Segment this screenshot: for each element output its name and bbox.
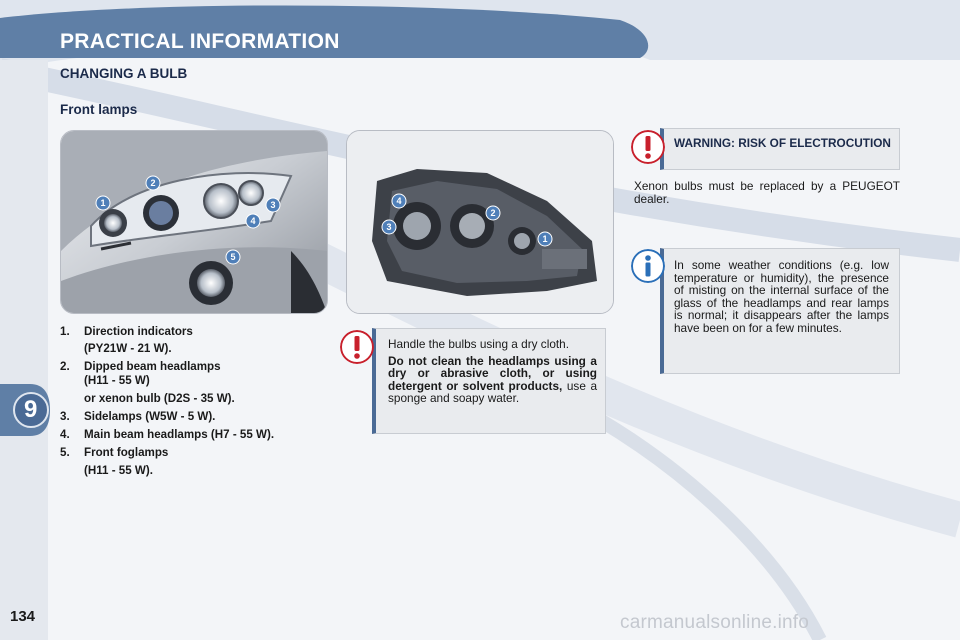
caution-tail: use a sponge and soapy water.	[388, 378, 598, 406]
caution-bold: Do not clean the headlamps using a dry o…	[388, 353, 597, 393]
caution-text: Handle the bulbs using a dry cloth.	[388, 337, 569, 351]
legend-label: Direction indicators	[84, 325, 193, 338]
headlamp-photo: 1 2 3 4 5	[60, 130, 328, 314]
unit-marker-1: 1	[542, 234, 547, 244]
info-icon	[631, 249, 665, 283]
headlamp-unit-photo: 4 3 2 1	[346, 130, 614, 314]
legend-num: 1.	[60, 325, 70, 338]
legend-detail: or xenon bulb (D2S - 35 W).	[84, 392, 235, 405]
warning-title: WARNING: RISK OF ELECTROCUTION	[674, 136, 891, 150]
caution-box: Handle the bulbs using a dry cloth. Do n…	[372, 328, 606, 434]
legend-label: Front foglamps	[84, 446, 169, 459]
legend-num: 4.	[60, 428, 70, 441]
legend-num: 5.	[60, 446, 70, 459]
marker-3: 3	[270, 200, 275, 210]
page-header-title: PRACTICAL INFORMATION	[60, 30, 340, 53]
section-title: CHANGING A BULB	[60, 66, 188, 81]
caution-detail: Do not clean the headlamps using a dry o…	[388, 353, 598, 406]
info-box: In some weather conditions (e.g. low tem…	[660, 248, 900, 374]
info-text: In some weather conditions (e.g. low tem…	[674, 258, 889, 335]
unit-marker-4: 4	[396, 196, 401, 206]
legend-num: 2.	[60, 360, 70, 373]
legend-num: 3.	[60, 410, 70, 423]
caution-icon	[340, 330, 374, 364]
marker-5: 5	[230, 252, 235, 262]
marker-2: 2	[150, 178, 155, 188]
bulb-legend: 1. Direction indicators (PY21W - 21 W). 2…	[60, 325, 350, 478]
legend-label: Dipped beam headlamps	[84, 360, 221, 373]
legend-detail: (H11 - 55 W).	[84, 464, 153, 477]
xenon-note: Xenon bulbs must be replaced by a PEUGEO…	[634, 179, 900, 206]
warning-icon	[631, 130, 665, 164]
marker-1: 1	[100, 198, 105, 208]
legend-detail: (H11 - 55 W)	[84, 374, 150, 387]
page-number: 134	[10, 608, 36, 625]
warning-box: WARNING: RISK OF ELECTROCUTION	[660, 128, 900, 170]
subsection-title: Front lamps	[60, 102, 138, 117]
legend-label: Sidelamps (W5W - 5 W).	[84, 410, 216, 423]
chapter-tab	[0, 384, 50, 436]
legend-label: Main beam headlamps (H7 - 55 W).	[84, 428, 275, 441]
unit-marker-3: 3	[386, 222, 391, 232]
unit-marker-2: 2	[490, 208, 495, 218]
chapter-number: 9	[24, 396, 38, 423]
watermark: carmanualsonline.info	[620, 612, 810, 633]
marker-4: 4	[250, 216, 255, 226]
legend-detail: (PY21W - 21 W).	[84, 342, 172, 355]
